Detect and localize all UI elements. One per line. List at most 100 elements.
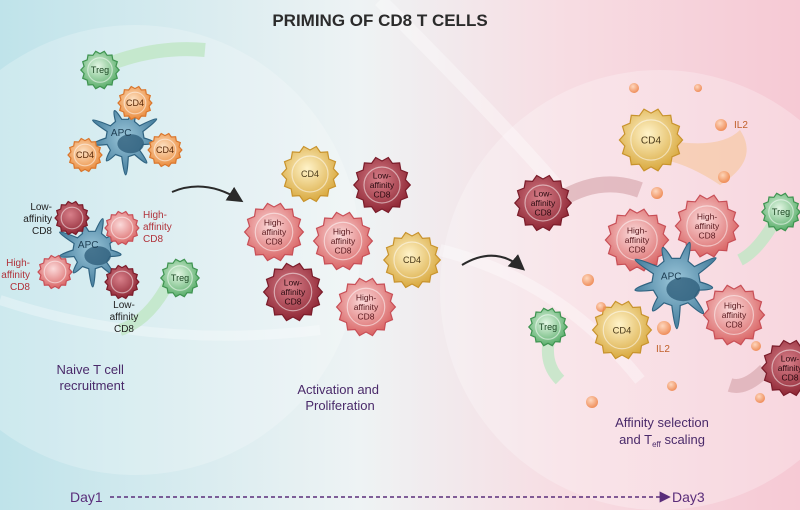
il2-particle [715, 119, 727, 131]
high-affinity-callout-line: CD8 [143, 234, 163, 245]
treg-cell-label-line: Treg [539, 322, 557, 332]
high-affinity-cd8-cell-label-line: affinity [354, 302, 379, 312]
cd4-cell-label: CD4 [641, 136, 662, 147]
low-affinity-cd8-cell-membrane [352, 156, 412, 214]
cd4-cell-label: CD4 [403, 255, 421, 265]
cd4-cell-orange-membrane [117, 85, 153, 121]
high-affinity-callout-line: affinity [1, 270, 30, 281]
cd4-cell-label: CD4 [301, 169, 319, 179]
low-affinity-cd8-cell [104, 264, 140, 300]
low-affinity-cd8-cell-nucleus [771, 349, 800, 387]
low-affinity-callout-line: Low- [30, 202, 52, 213]
high-affinity-cd8-cell-membrane [104, 210, 140, 246]
apc-cell: APC [634, 241, 717, 329]
cd4-cell: CD4 [280, 145, 340, 203]
low-affinity-cd8-cell-nucleus [524, 184, 562, 222]
il2-particle [657, 321, 671, 335]
cd4-cell-orange-nucleus [73, 143, 97, 167]
lymph-region-right [440, 70, 800, 510]
il2-particle [751, 341, 761, 351]
cd4-cell-orange-nucleus [153, 138, 177, 162]
stage-label-selection-line2: and Teff scaling [619, 432, 705, 449]
high-affinity-cd8-cell-label-line: High- [356, 293, 376, 303]
apc-cell-nucleus [666, 277, 700, 302]
timeline-end-label: Day3 [672, 489, 705, 505]
cd4-cell-orange-label-line: CD4 [126, 98, 144, 108]
high-affinity-cd8-cell-label-line: affinity [695, 221, 720, 231]
high-affinity-cd8-cell-label-line: CD8 [725, 319, 742, 329]
treg-cell-label: Treg [539, 322, 557, 332]
stage-label-naive-line: Naive T cell [56, 362, 124, 377]
high-affinity-cd8-cell-nucleus [43, 260, 67, 284]
il2-label-line: IL2 [734, 120, 748, 131]
high-affinity-cd8-cell-nucleus [346, 287, 386, 327]
il2-label: IL2 [734, 120, 748, 131]
il2-particle [582, 274, 594, 286]
cd4-cell-nucleus [630, 119, 672, 161]
high-affinity-cd8-cell-label-line: High- [724, 301, 744, 311]
il2-particle [586, 396, 598, 408]
il2-secretion [665, 130, 747, 185]
high-affinity-cd8-cell-nucleus [254, 212, 294, 252]
treg-cell-label: Treg [171, 273, 189, 283]
treg-cell-membrane [760, 192, 800, 232]
low-affinity-cd8-cell-label-line: Low- [373, 171, 392, 181]
high-affinity-callout-line: High- [6, 258, 30, 269]
high-affinity-cd8-cell-nucleus [686, 205, 728, 247]
exit-trail [727, 364, 770, 393]
high-affinity-cd8-cell-membrane [243, 202, 305, 262]
treg-cell-label: Treg [772, 207, 790, 217]
stage-arrow-1 [171, 185, 244, 203]
high-affinity-cd8-cell-nucleus [110, 216, 134, 240]
vessel-streak [0, 295, 321, 341]
treg-cell-label-line: Treg [91, 65, 109, 75]
high-affinity-cd8-cell [104, 210, 140, 246]
low-affinity-cd8-cell-nucleus [363, 166, 401, 204]
apc-cell-nucleus [84, 246, 111, 266]
high-affinity-cd8-cell-label-line: CD8 [334, 245, 351, 255]
high-affinity-cd8-cell-nucleus [713, 294, 755, 336]
high-affinity-cd8-cell-label-line: CD8 [265, 236, 282, 246]
il2-particle [596, 302, 606, 312]
cd4-cell-nucleus [291, 155, 329, 193]
high-affinity-cd8-cell-membrane [312, 211, 374, 271]
high-affinity-cd8-cell-label-line: CD8 [628, 244, 645, 254]
high-affinity-callout-line: CD8 [10, 282, 30, 293]
stage-label-naive: Naive T cell recruitment [56, 362, 127, 393]
stage-label-activation-line: Proliferation [305, 398, 374, 413]
low-affinity-cd8-cell-label-line: affinity [778, 363, 800, 373]
stage-label-selection: Affinity selection [615, 415, 709, 430]
selection-line2-subscript: eff [652, 440, 662, 449]
treg-cell: Treg [79, 50, 121, 90]
treg-cell-membrane [159, 258, 201, 298]
cd4-cell-orange: CD4 [67, 137, 103, 173]
il2-particle [651, 187, 663, 199]
cd4-cell-orange-label-line: CD4 [156, 145, 174, 155]
treg-cell-nucleus [167, 265, 193, 291]
high-affinity-cd8-cell-label-line: affinity [625, 235, 650, 245]
il2-particle [718, 171, 730, 183]
cd4-cell-membrane [618, 108, 684, 172]
cd4-cell-orange-label-line: CD4 [76, 150, 94, 160]
low-affinity-cd8-cell-label-line: affinity [531, 198, 556, 208]
timeline-start-label: Day1 [70, 489, 103, 505]
low-affinity-cd8-cell-nucleus [110, 270, 134, 294]
high-affinity-cd8-cell-label-line: High- [627, 226, 647, 236]
apc-cell-nucleus [117, 134, 144, 154]
il2-label: IL2 [656, 344, 670, 355]
low-affinity-cd8-cell-label-line: Low- [781, 354, 800, 364]
low-affinity-callout-line: affinity [110, 312, 139, 323]
treg-cell-label: Treg [91, 65, 109, 75]
